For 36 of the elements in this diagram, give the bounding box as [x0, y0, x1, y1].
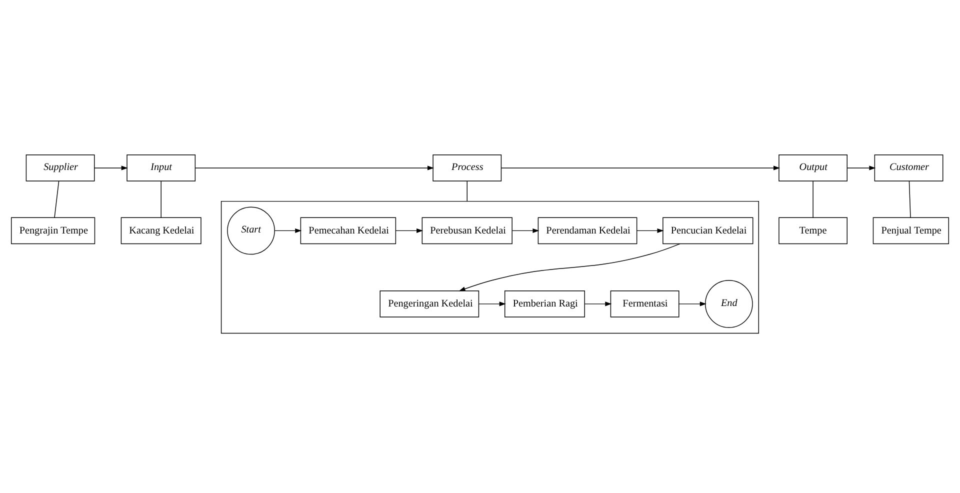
arrow: [636, 228, 664, 232]
connector: [466, 180, 468, 202]
arrow: [584, 301, 612, 306]
node-box: Pencucian Kedelai: [662, 216, 754, 244]
node-box: Output: [778, 154, 848, 181]
node-box: Pemecahan Kedelai: [300, 216, 396, 244]
arrow: [500, 165, 780, 170]
arrow: [195, 165, 434, 170]
connector: [812, 180, 814, 218]
node-box: Pengrajin Tempe: [10, 216, 96, 244]
node-box: Fermentasi: [610, 290, 680, 317]
cluster: [220, 200, 760, 334]
node-box: Input: [126, 154, 196, 181]
node-circle: Start: [227, 206, 275, 254]
arrow: [395, 228, 424, 232]
arrow: [678, 301, 706, 306]
node-circle: End: [705, 280, 753, 328]
arrow: [478, 301, 506, 306]
arrow: [274, 228, 302, 232]
node-box: Pemberian Ragi: [504, 290, 585, 317]
arrow: [458, 242, 680, 291]
connector: [160, 180, 162, 218]
node-box: Penjual Tempe: [872, 216, 950, 244]
node-box: Kacang Kedelai: [120, 216, 202, 244]
node-box: Perebusan Kedelai: [422, 216, 512, 244]
node-box: Perendaman Kedelai: [538, 216, 638, 244]
node-box: Process: [432, 154, 502, 181]
arrow: [94, 165, 128, 170]
node-box: Supplier: [26, 154, 95, 181]
node-box: Pengeringan Kedelai: [380, 290, 480, 317]
node-box: Tempe: [778, 216, 848, 244]
arrow: [512, 228, 540, 232]
node-box: Customer: [874, 154, 944, 181]
arrow: [846, 165, 876, 170]
connector: [908, 180, 911, 218]
connector: [54, 180, 60, 218]
